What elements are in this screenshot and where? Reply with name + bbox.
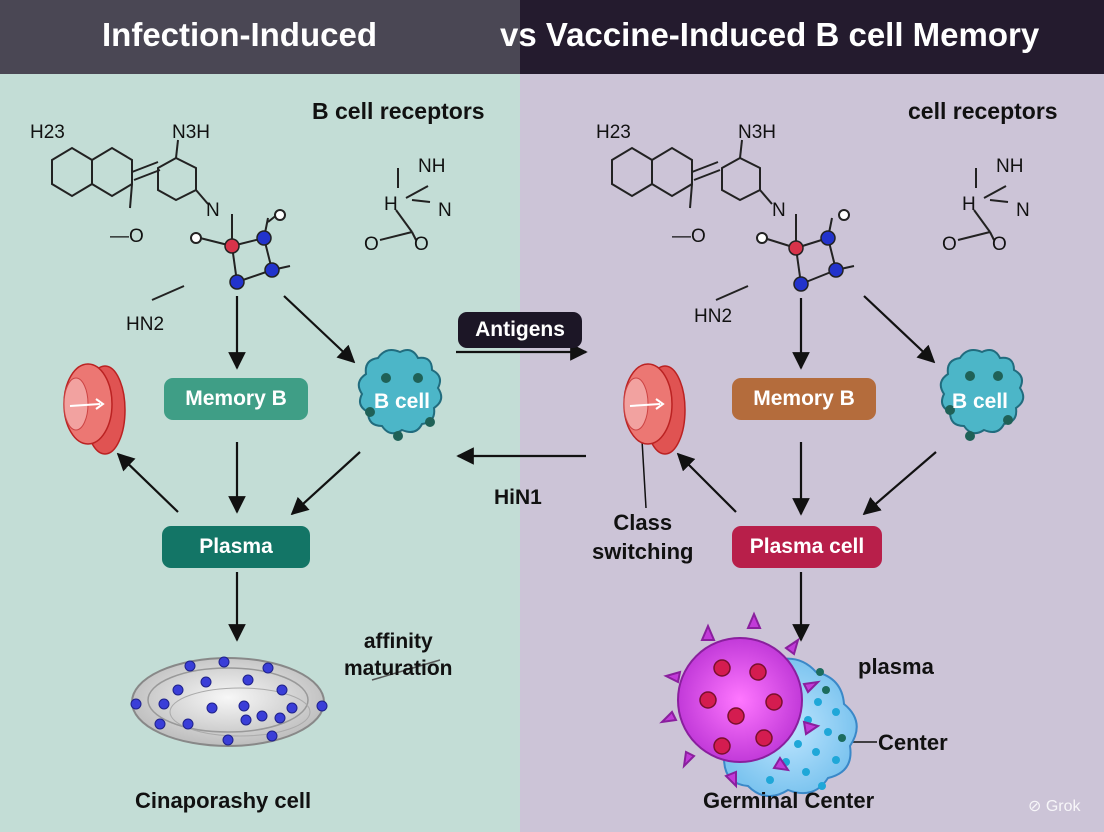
header-left	[0, 0, 520, 74]
chem-n2-right: N	[1016, 200, 1030, 221]
header-right	[520, 0, 1104, 74]
naphthalene-ring-2	[91, 146, 133, 198]
arrow-plasma-to-receptor-left	[116, 452, 179, 513]
chem-n3h-right: N3H	[738, 122, 776, 143]
antigens-badge: Antigens	[458, 312, 582, 348]
oxygen-atom	[274, 209, 286, 221]
chem-o-right: —O	[672, 226, 706, 247]
oxygen-atom	[756, 232, 768, 244]
chem-o3-left: O	[414, 234, 429, 255]
blue-atom	[264, 262, 280, 278]
small-molecule-right	[957, 168, 1009, 241]
receptors-label-right: cell receptors	[908, 98, 1058, 124]
title-right: vs Vaccine-Induced B cell Memory	[500, 16, 1040, 53]
b-cell-label-right: B cell	[952, 390, 1008, 413]
chem-h-right: H	[962, 194, 976, 215]
b-cell-left	[357, 349, 443, 441]
cyclohexene-ring	[157, 156, 197, 202]
oxygen-atom	[190, 232, 202, 244]
watermark: ⊘ Grok	[1028, 796, 1081, 816]
chem-n-left: N	[206, 200, 220, 221]
chem-h23-right: H23	[596, 122, 631, 143]
chem-n-right: N	[772, 200, 786, 221]
chem-nh-left: NH	[418, 156, 445, 177]
molecule-right	[611, 139, 855, 301]
blue-atom	[793, 276, 809, 292]
plasma-left: Plasma	[162, 526, 310, 568]
hin1-label: HiN1	[494, 486, 542, 509]
watermark-text: Grok	[1045, 798, 1081, 815]
germinal-center	[659, 611, 858, 797]
b-cell-right	[939, 349, 1025, 441]
molecule-left	[51, 139, 291, 301]
grok-icon: ⊘	[1028, 798, 1042, 815]
chem-h-left: H	[384, 194, 398, 215]
chem-n3h-left: N3H	[172, 122, 210, 143]
memory-b-right: Memory B	[732, 378, 876, 420]
chem-hn2-left: HN2	[126, 314, 164, 335]
red-atom	[788, 240, 804, 256]
bottom-label-right: Germinal Center	[703, 788, 875, 813]
chem-n2-left: N	[438, 200, 452, 221]
class-switching-pointer	[641, 439, 647, 509]
arrow-molecule-to-bcell-left	[283, 295, 356, 364]
oxygen-atom	[838, 209, 850, 221]
arrow-plasma-to-receptor-right	[676, 452, 737, 513]
chem-o3-right: O	[992, 234, 1007, 255]
receptor-right	[623, 363, 686, 455]
center-label: Center	[878, 730, 948, 755]
blue-atom	[256, 230, 272, 246]
chem-o2-left: O	[364, 234, 379, 255]
small-molecule-left	[379, 168, 431, 241]
class-switching-label: Class switching	[592, 510, 694, 564]
plasma-label-right: plasma	[858, 654, 934, 679]
blue-atom	[229, 274, 245, 290]
chem-h23-left: H23	[30, 122, 65, 143]
arrow-bcell-to-plasma-left	[290, 451, 361, 516]
bottom-label-left: Cinaporashy cell	[135, 788, 312, 813]
affinity-pointer	[371, 659, 441, 681]
flow-arrows	[116, 295, 937, 642]
chem-o-left: —O	[110, 226, 144, 247]
chem-nh-right: NH	[996, 156, 1023, 177]
affinity-maturation-label: affinity maturation	[344, 630, 453, 680]
b-cell-label-left: B cell	[374, 390, 430, 413]
title-left: Infection-Induced	[102, 16, 377, 53]
cinaporashy-cell	[130, 656, 328, 747]
chem-hn2-right: HN2	[694, 306, 732, 327]
arrow-molecule-to-bcell-right	[863, 295, 936, 364]
naphthalene-ring-1	[51, 146, 93, 198]
red-atom	[224, 238, 240, 254]
receptors-label-left: B cell receptors	[312, 98, 485, 124]
blue-atom	[820, 230, 836, 246]
receptor-left	[63, 363, 126, 455]
blue-atom	[828, 262, 844, 278]
plasma-cell-right: Plasma cell	[732, 526, 882, 568]
arrow-bcell-to-plasma-right	[862, 451, 937, 516]
memory-b-left: Memory B	[164, 378, 308, 420]
chem-o2-right: O	[942, 234, 957, 255]
